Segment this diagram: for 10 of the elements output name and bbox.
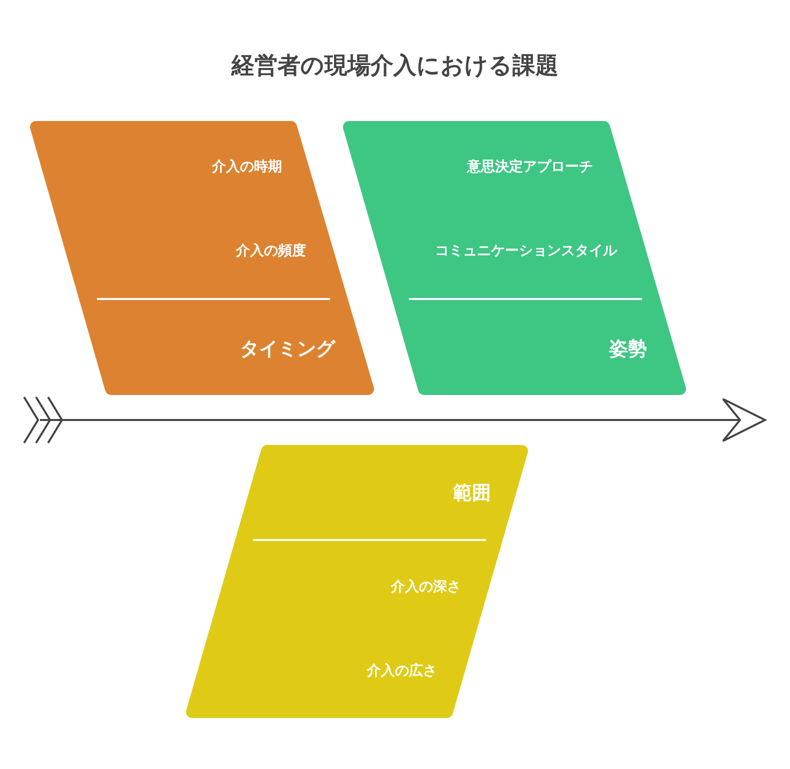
category-heading: 範囲 — [453, 481, 491, 506]
diagram-title: 経営者の現場介入における課題 — [230, 52, 560, 81]
cause-label: 介入の頻度 — [236, 242, 306, 260]
cause-label: 介入の時期 — [212, 158, 282, 176]
cause-label: 意思決定アプローチ — [467, 158, 593, 176]
category-heading: タイミング — [240, 337, 335, 362]
cause-label: 介入の広さ — [367, 662, 437, 680]
cause-label: 介入の深さ — [391, 578, 461, 596]
category-heading: 姿勢 — [609, 337, 647, 362]
cause-label: コミュニケーションスタイル — [435, 242, 617, 260]
